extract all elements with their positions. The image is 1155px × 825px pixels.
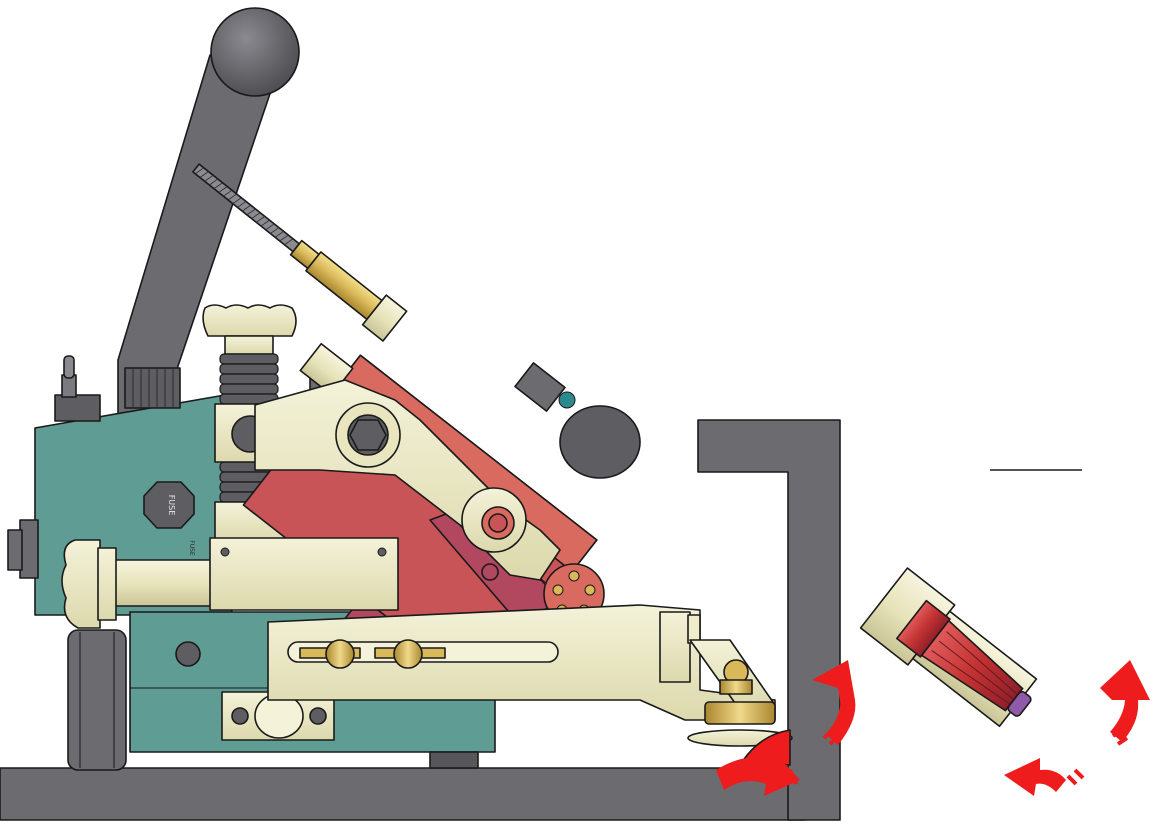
housing-knob xyxy=(559,405,641,479)
side-plate-marking: FUSE xyxy=(188,540,195,556)
ribbed-knob xyxy=(124,367,181,409)
threaded-rod xyxy=(192,163,408,342)
drive-wheel xyxy=(67,629,127,771)
rotation-arrow-near xyxy=(716,660,856,796)
rotation-arrow-far xyxy=(1004,660,1150,796)
wing-nut-left xyxy=(299,639,446,669)
base-rail xyxy=(0,767,806,821)
fuse-label: FUSE xyxy=(167,495,176,516)
lever-arm xyxy=(117,7,300,421)
pressure-roller xyxy=(687,639,793,766)
clamp-knob xyxy=(61,539,221,629)
nozzle-detail xyxy=(859,567,1038,728)
lever-ball-handle xyxy=(210,7,300,97)
linkage-arm xyxy=(254,379,605,625)
fuse-holder: FUSE xyxy=(143,481,195,529)
toggle-switch xyxy=(54,355,101,422)
